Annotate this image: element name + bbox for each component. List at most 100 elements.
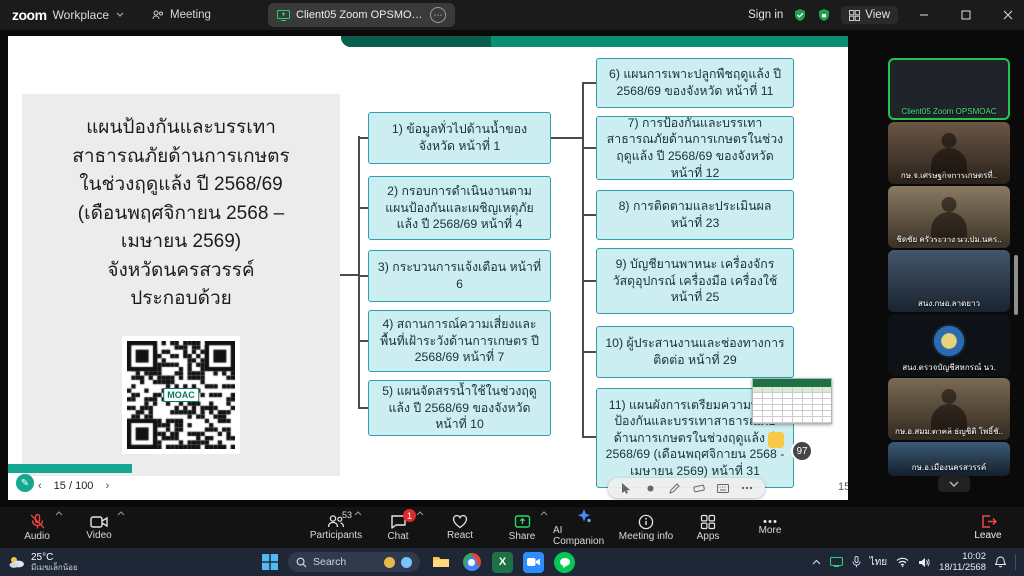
- heart-icon: [452, 514, 468, 529]
- page-navigation: ‹ 15 / 100 ›: [38, 480, 109, 492]
- previous-page-icon[interactable]: ‹: [38, 480, 42, 492]
- windows-taskbar: 25°C มีเมฆเล็กน้อย Search X ไทย: [0, 548, 1024, 576]
- audio-button[interactable]: Audio: [6, 507, 68, 548]
- more-tools-icon[interactable]: [740, 482, 753, 495]
- participants-label: Participants: [309, 530, 363, 541]
- share-button[interactable]: Share: [491, 507, 553, 548]
- react-label: React: [446, 530, 474, 541]
- ai-companion-button[interactable]: AI Companion: [553, 507, 615, 548]
- participant-name: กษ.อ.สมม.ตาคลี ธัญชิติ โพธิ์ชั..: [894, 427, 1004, 436]
- spreadsheet-preview[interactable]: [752, 378, 832, 424]
- app-logo[interactable]: zoom Workplace: [0, 7, 124, 23]
- meeting-info-button[interactable]: Meeting info: [615, 507, 677, 548]
- leave-button[interactable]: Leave: [960, 507, 1016, 548]
- shield-check-icon[interactable]: [793, 8, 807, 22]
- react-button[interactable]: React: [429, 507, 491, 548]
- minimize-button[interactable]: [908, 0, 940, 30]
- participant-tile[interactable]: กษ.จ.เศรษฐกิจการเกษตรที่..: [888, 122, 1010, 184]
- more-button[interactable]: More: [739, 507, 801, 548]
- connector-stub: [582, 147, 596, 149]
- eraser-icon[interactable]: [692, 482, 705, 495]
- mic-muted-icon: [30, 513, 44, 529]
- screen-cast-icon[interactable]: [829, 557, 843, 567]
- collapse-strip-button[interactable]: [938, 476, 970, 492]
- spreadsheet-grid: [753, 387, 831, 423]
- start-button[interactable]: [262, 554, 278, 570]
- connector-stub: [358, 207, 368, 209]
- keyboard-icon[interactable]: [716, 482, 729, 495]
- presenter-app-logo-icon: ✎: [16, 474, 34, 492]
- zoom-app-icon[interactable]: [523, 551, 544, 573]
- ai-companion-label: AI Companion: [553, 525, 605, 547]
- annotation-toolbar[interactable]: [608, 478, 765, 498]
- participants-button[interactable]: 53 Participants: [305, 507, 367, 548]
- pen-icon[interactable]: [668, 482, 681, 495]
- clock[interactable]: 10:02 18/11/2568: [939, 551, 986, 574]
- connector-stub: [340, 274, 358, 276]
- participant-tile[interactable]: กษ.อ.เมืองนครสวรรค์: [888, 442, 1010, 476]
- connector-stub: [582, 280, 596, 282]
- excel-icon[interactable]: X: [492, 551, 513, 573]
- search-highlight-icon[interactable]: [401, 556, 412, 568]
- chevron-up-icon[interactable]: [117, 511, 125, 516]
- shield-lock-icon[interactable]: [817, 8, 831, 22]
- view-button-label: View: [865, 9, 890, 21]
- line-app-icon[interactable]: [554, 551, 575, 573]
- participant-name: สนง.กษอ.ลาดยาว: [918, 299, 980, 308]
- slide-box-2: 2) กรอบการดำเนินงานตามแผนป้องกันและเผชิญ…: [368, 176, 551, 240]
- chevron-up-icon[interactable]: [354, 511, 362, 516]
- participant-tile-active[interactable]: Client05 Zoom OPSMOAC: [888, 58, 1010, 120]
- participant-tile[interactable]: กษ.อ.สมม.ตาคลี ธัญชิติ โพธิ์ชั..: [888, 378, 1010, 440]
- chevron-up-icon[interactable]: [540, 511, 548, 516]
- tab-options-icon[interactable]: ⋯: [430, 7, 446, 23]
- chevron-up-icon[interactable]: [55, 511, 63, 516]
- tray-chevron-up-icon[interactable]: [812, 559, 821, 565]
- participants-scrollbar[interactable]: [1014, 255, 1018, 315]
- chat-button[interactable]: 1 Chat: [367, 507, 429, 548]
- next-page-icon[interactable]: ›: [105, 480, 110, 492]
- show-desktop-button[interactable]: [1015, 554, 1018, 570]
- view-grid-icon: [849, 9, 861, 21]
- close-button[interactable]: [992, 0, 1024, 30]
- participant-name: Client05 Zoom OPSMOAC: [901, 107, 997, 116]
- participant-tile[interactable]: ชิดชัย ครัวระวาง นว.ปม.นคร..: [888, 186, 1010, 248]
- connector-stub: [358, 275, 368, 277]
- title-bar: zoom Workplace Meeting Client05 Zoom OPS…: [0, 0, 1024, 30]
- camera-icon: [90, 515, 108, 528]
- slide-box-11: 11) แผนผังการเตรียมความพร้อมป้องกันและบร…: [596, 388, 794, 488]
- weather-description: มีเมฆเล็กน้อย: [31, 563, 78, 573]
- browser-icon[interactable]: [461, 552, 482, 573]
- volume-icon[interactable]: [918, 557, 930, 568]
- search-highlight-icon[interactable]: [384, 556, 395, 568]
- view-button[interactable]: View: [841, 6, 898, 24]
- slide-top-banner: [341, 36, 848, 47]
- page-indicator: 15 / 100: [53, 480, 94, 492]
- slide-progress-bar: [8, 464, 132, 473]
- tray-mic-icon[interactable]: [852, 556, 861, 568]
- maximize-button[interactable]: [950, 0, 982, 30]
- tab-shared-screen[interactable]: Client05 Zoom OPSMOAC's scree... ⋯: [268, 3, 455, 27]
- search-box[interactable]: Search: [288, 552, 420, 572]
- connector-line-left: [358, 136, 360, 408]
- chat-icon: [390, 514, 406, 529]
- info-icon: [638, 514, 654, 529]
- participant-tile[interactable]: สนง.ตรวจบัญชีสหกรณ์ นว.: [888, 314, 1010, 376]
- video-button[interactable]: Video: [68, 507, 130, 548]
- chat-label: Chat: [387, 530, 409, 542]
- sign-in-link[interactable]: Sign in: [748, 9, 784, 21]
- weather-widget[interactable]: 25°C มีเมฆเล็กน้อย: [8, 548, 78, 576]
- language-indicator[interactable]: ไทย: [869, 556, 888, 568]
- tab-shared-screen-label: Client05 Zoom OPSMOAC's scree...: [296, 9, 424, 21]
- chevron-down-icon: [949, 481, 959, 487]
- apps-button[interactable]: Apps: [677, 507, 739, 548]
- cursor-icon[interactable]: [620, 482, 633, 495]
- wifi-icon[interactable]: [896, 557, 909, 567]
- file-explorer-icon[interactable]: [430, 552, 451, 573]
- notification-bell-icon[interactable]: [995, 556, 1006, 568]
- zoom-logo: zoom: [12, 7, 47, 23]
- laser-pointer-icon[interactable]: [644, 482, 657, 495]
- tab-meeting[interactable]: Meeting: [152, 9, 211, 21]
- chevron-up-icon[interactable]: [416, 511, 424, 516]
- apps-grid-icon: [700, 514, 716, 529]
- participant-tile[interactable]: สนง.กษอ.ลาดยาว: [888, 250, 1010, 312]
